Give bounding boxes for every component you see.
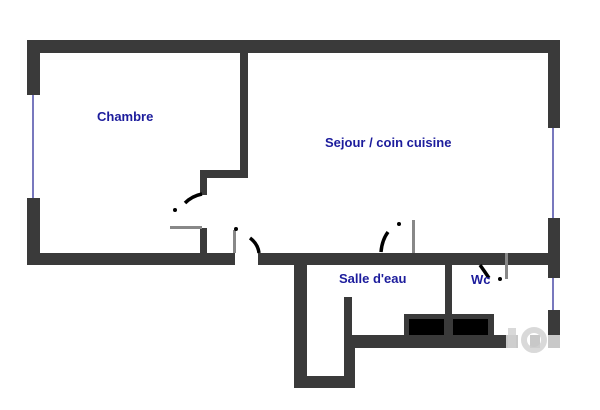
ducts bbox=[409, 319, 488, 335]
wall-right-mid bbox=[548, 218, 560, 278]
wall-bottom-left bbox=[27, 253, 235, 265]
door-sdb-arc bbox=[379, 230, 390, 253]
windows bbox=[32, 95, 554, 310]
wall-left-upper bbox=[27, 40, 40, 95]
wall-corridor-inner bbox=[344, 297, 352, 347]
wall-right-upper bbox=[548, 40, 560, 128]
wall-chambre-step bbox=[200, 170, 248, 178]
room-label-salle-deau: Salle d'eau bbox=[339, 271, 407, 286]
wall-corridor-left bbox=[294, 253, 307, 388]
door-wc-arc bbox=[478, 263, 491, 279]
door-chambre-arc bbox=[183, 192, 203, 205]
wall-top bbox=[27, 40, 560, 53]
watermark-logo bbox=[508, 327, 547, 353]
wall-left-lower bbox=[27, 198, 40, 265]
wall-corridor-bottom bbox=[294, 376, 355, 388]
doors bbox=[170, 192, 508, 281]
wall-chambre-upper-jamb bbox=[200, 170, 207, 195]
room-label-chambre: Chambre bbox=[97, 109, 154, 124]
door-entry-arc bbox=[248, 236, 261, 254]
wall-back bbox=[344, 335, 506, 348]
wall-bottom-right bbox=[258, 253, 548, 265]
wall-chambre-sejour bbox=[240, 53, 248, 178]
wall-corridor-inner-lower bbox=[344, 335, 355, 388]
wall-chambre-lower-jamb bbox=[200, 228, 207, 253]
room-label-sejour: Sejour / coin cuisine bbox=[325, 135, 452, 150]
walls bbox=[27, 40, 560, 388]
room-label-wc: Wc bbox=[471, 272, 491, 287]
wall-sdb-wc bbox=[445, 253, 452, 315]
